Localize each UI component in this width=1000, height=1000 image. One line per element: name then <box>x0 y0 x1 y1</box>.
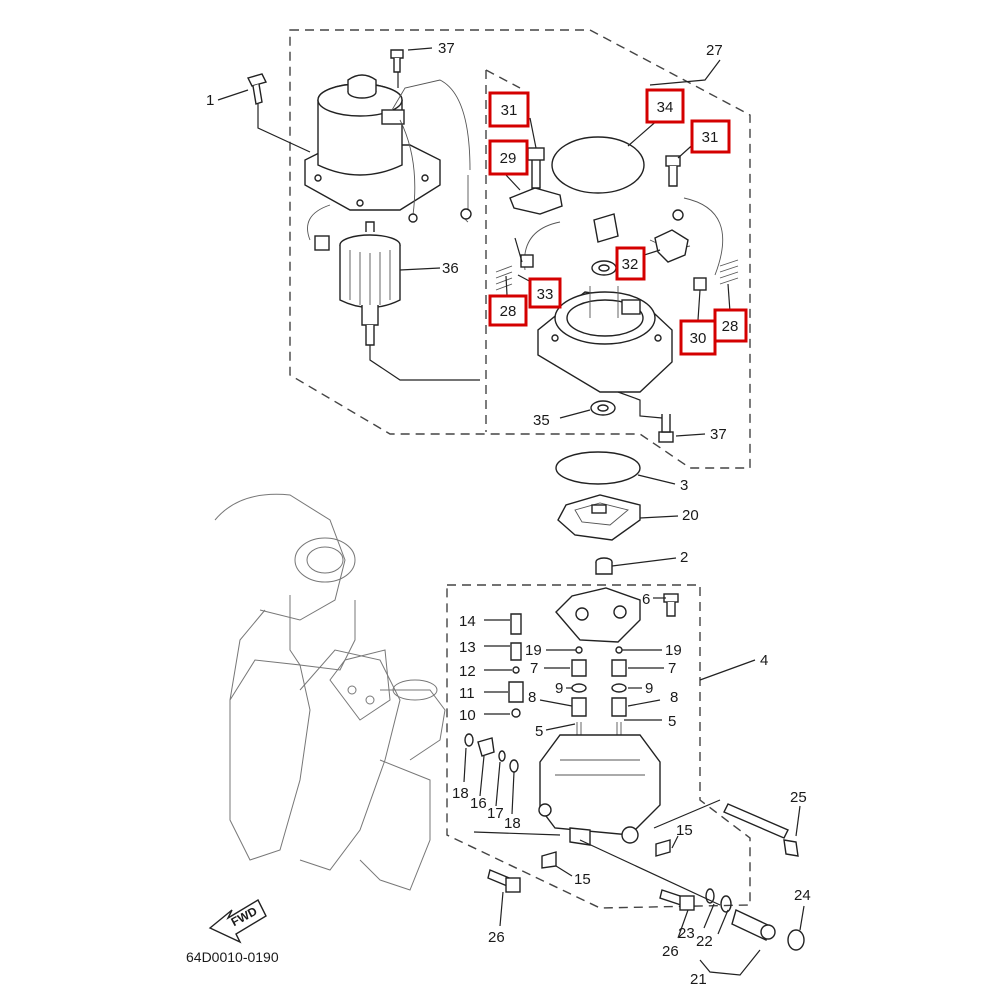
callout-7-right: 7 <box>668 660 676 677</box>
callout-17: 17 <box>487 805 504 822</box>
bearing <box>591 260 617 276</box>
spring-28-right <box>719 259 739 285</box>
highlight-box-32 <box>615 246 646 281</box>
highlight-boxes <box>488 88 748 356</box>
highlight-box-30 <box>679 319 717 356</box>
callout-15-bottom: 15 <box>574 871 591 888</box>
callout-8-left: 8 <box>528 689 536 706</box>
callout-28-highlight-b: 28 <box>722 318 739 335</box>
callout-24: 24 <box>794 887 811 904</box>
motor-base <box>537 286 673 393</box>
callout-34-highlight: 34 <box>657 99 674 116</box>
o-ring-34 <box>551 136 645 194</box>
highlight-box-28a <box>488 294 528 327</box>
callout-18-right: 18 <box>504 815 521 832</box>
screw-6 <box>663 593 679 617</box>
callout-10: 10 <box>459 707 476 724</box>
screw-37-bottom <box>658 414 674 443</box>
motor-assembly-outline <box>289 29 751 469</box>
callout-21: 21 <box>690 971 707 988</box>
callout-14: 14 <box>459 613 476 630</box>
left-side-parts <box>464 733 519 773</box>
valve-assembly-outline <box>446 584 751 909</box>
armature-36 <box>339 221 401 346</box>
callout-20: 20 <box>682 507 699 524</box>
callout-25: 25 <box>790 789 807 806</box>
callout-32-highlight: 32 <box>622 256 639 273</box>
highlight-box-28b <box>713 308 748 343</box>
screw-31-right <box>665 155 681 187</box>
seal-35 <box>590 400 616 416</box>
callout-26-right: 26 <box>662 943 679 960</box>
screw-37-top <box>390 49 404 73</box>
tilt-cylinder-assembly <box>214 493 446 891</box>
motor-inner-outline <box>485 69 521 432</box>
callout-16: 16 <box>470 795 487 812</box>
callout-36: 36 <box>442 260 459 277</box>
callout-3: 3 <box>680 477 688 494</box>
bolt-1 <box>246 73 268 105</box>
highlight-box-33 <box>528 277 562 309</box>
leader-lines <box>217 47 805 976</box>
callout-1: 1 <box>206 92 214 109</box>
highlight-box-29 <box>488 139 529 176</box>
valve-body-4 <box>538 734 661 846</box>
highlight-box-31a <box>488 91 530 128</box>
valve-parts-left <box>508 613 524 718</box>
bolts-26 <box>487 869 695 911</box>
callout-6: 6 <box>642 591 650 608</box>
diagram-code: 64D0010-0190 <box>186 949 279 965</box>
highlighted-callouts: 31 34 31 29 32 33 28 30 28 <box>500 99 739 347</box>
callout-9-right: 9 <box>645 680 653 697</box>
callout-23: 23 <box>678 925 695 942</box>
callout-12: 12 <box>459 663 476 680</box>
callout-28-highlight-a: 28 <box>500 303 517 320</box>
callout-11: 11 <box>459 685 475 702</box>
bracket-29 <box>509 147 563 215</box>
highlight-box-31b <box>690 119 731 154</box>
callout-4: 4 <box>760 652 768 669</box>
o-ring-3 <box>555 451 641 485</box>
plugs-15 <box>541 839 671 869</box>
callout-19-left: 19 <box>525 642 542 659</box>
callout-9-left: 9 <box>555 680 563 697</box>
valve-parts-center <box>571 646 627 770</box>
callout-18-left: 18 <box>452 785 469 802</box>
filter-2 <box>595 557 613 575</box>
callout-30-highlight: 30 <box>690 330 707 347</box>
callouts: 1 37 27 36 35 37 3 20 2 6 4 14 13 12 11 … <box>206 40 811 988</box>
callout-33-highlight: 33 <box>537 286 554 303</box>
callout-31-highlight-b: 31 <box>702 129 719 146</box>
callout-19-right: 19 <box>665 642 682 659</box>
callout-2: 2 <box>680 549 688 566</box>
callout-26-left: 26 <box>488 929 505 946</box>
callout-35: 35 <box>533 412 550 429</box>
callout-5-left: 5 <box>535 723 543 740</box>
fwd-arrow-icon: FWD <box>208 899 267 944</box>
callout-31-highlight-a: 31 <box>501 102 518 119</box>
valve-plate <box>555 587 641 643</box>
bolt-25 <box>723 803 799 857</box>
callout-29-highlight: 29 <box>500 150 517 167</box>
terminal-32 <box>654 197 724 276</box>
callout-15-right: 15 <box>676 822 693 839</box>
brush-33 <box>520 254 534 268</box>
callout-22: 22 <box>696 933 713 950</box>
highlight-box-34 <box>645 88 685 124</box>
motor-housing <box>304 74 472 251</box>
fitting-21 <box>705 888 805 951</box>
callout-37-top: 37 <box>438 40 455 57</box>
cover-20 <box>557 494 641 541</box>
callout-7-left: 7 <box>530 660 538 677</box>
callout-5-right: 5 <box>668 713 676 730</box>
callout-8-right: 8 <box>670 689 678 706</box>
spring-28-left <box>495 265 513 291</box>
brush-30 <box>693 277 707 291</box>
callout-27: 27 <box>706 42 723 59</box>
callout-37-bottom: 37 <box>710 426 727 443</box>
callout-13: 13 <box>459 639 476 656</box>
